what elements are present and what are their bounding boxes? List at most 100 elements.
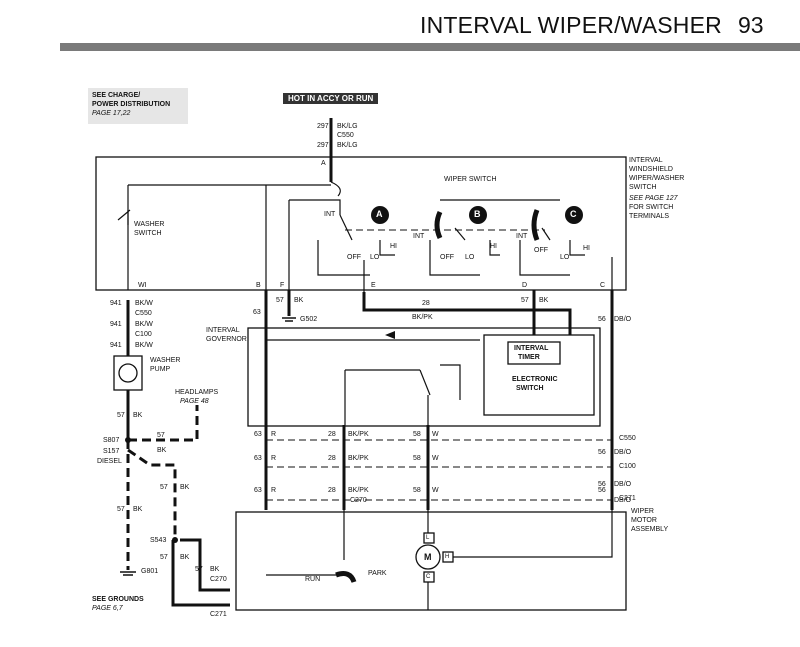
wire-number: 57 bbox=[195, 566, 203, 573]
switch-position-a: A bbox=[376, 209, 383, 219]
wire-number: 63 bbox=[253, 309, 261, 316]
connector-label: C271 bbox=[619, 495, 636, 502]
wire-number: 28 bbox=[328, 487, 336, 494]
governor-label: INTERVAL bbox=[206, 327, 240, 334]
switch-ref: SEE PAGE 127 bbox=[629, 195, 678, 202]
off-label-a: OFF bbox=[347, 254, 361, 261]
wire-number: 28 bbox=[328, 431, 336, 438]
diesel-label: DIESEL bbox=[97, 458, 122, 465]
wire-number: 63 bbox=[254, 455, 262, 462]
wire-number: 297 bbox=[317, 142, 329, 149]
wire-color: BK/W bbox=[135, 321, 153, 328]
int-label-a: INT bbox=[324, 211, 336, 218]
terminal-wi: WI bbox=[138, 282, 147, 289]
terminal-c: C bbox=[600, 282, 606, 289]
electronic-switch-label: ELECTRONIC bbox=[512, 376, 558, 383]
wiper-switch-label: WIPER SWITCH bbox=[444, 176, 497, 183]
switch-box bbox=[95, 156, 627, 291]
motor-title: WIPER bbox=[631, 508, 654, 515]
headlamps-label: HEADLAMPS bbox=[175, 389, 219, 396]
connector-label: C270 bbox=[210, 576, 227, 583]
splice-label: S807 bbox=[103, 437, 120, 444]
timer-label: TIMER bbox=[518, 354, 540, 361]
wire-number: 56 bbox=[598, 449, 606, 456]
wire-color: R bbox=[271, 455, 277, 462]
hi-label-c: HI bbox=[583, 245, 590, 252]
wire-color: BK/PK bbox=[348, 487, 369, 494]
terminal-f: F bbox=[280, 282, 285, 289]
wire-number: 58 bbox=[413, 487, 421, 494]
motor-h-label: H bbox=[445, 554, 450, 560]
connector-label: C550 bbox=[337, 132, 354, 139]
timer-box bbox=[483, 334, 595, 416]
charge-note-page: PAGE 17,22 bbox=[92, 110, 131, 117]
grounds-note: SEE GROUNDS bbox=[92, 596, 144, 603]
motor-c-terminal bbox=[423, 571, 435, 583]
charge-note: POWER DISTRIBUTION bbox=[92, 101, 171, 108]
wire-color: BK/PK bbox=[348, 431, 369, 438]
splice-label: S543 bbox=[150, 537, 167, 544]
wire-57-diesel bbox=[127, 448, 177, 540]
wire-57-s543 bbox=[171, 540, 230, 607]
washer-pump-label: WASHER bbox=[150, 357, 181, 364]
ground-label: G502 bbox=[300, 316, 318, 323]
wire-color: DB/O bbox=[614, 449, 632, 456]
charge-note: SEE CHARGE/ bbox=[92, 92, 141, 99]
motor-title: MOTOR bbox=[631, 517, 657, 524]
wire-color: BK bbox=[180, 554, 190, 561]
wire-color: BK/LG bbox=[337, 142, 358, 149]
wire-color: BK/LG bbox=[337, 123, 358, 130]
terminal-d: D bbox=[522, 282, 528, 289]
motor-l-label: L bbox=[426, 535, 430, 541]
headlamps-page: PAGE 48 bbox=[180, 398, 209, 405]
wire-headlamps bbox=[128, 405, 199, 442]
wire-color: BK bbox=[157, 447, 167, 454]
lo-label-b: LO bbox=[465, 254, 475, 261]
wire-number: 63 bbox=[254, 431, 262, 438]
governor-box bbox=[247, 327, 601, 427]
connector-label: C270 bbox=[350, 497, 367, 504]
timer-label: INTERVAL bbox=[514, 345, 549, 352]
washer-switch-label: WASHER bbox=[134, 221, 165, 228]
int-label-c: INT bbox=[516, 233, 528, 240]
switch-title: WINDSHIELD bbox=[629, 166, 673, 173]
hi-label-b: HI bbox=[490, 243, 497, 250]
washer-switch-label: SWITCH bbox=[134, 230, 162, 237]
lo-label-c: LO bbox=[560, 254, 570, 261]
wire-color: BK/PK bbox=[412, 314, 433, 321]
timer-inner-box bbox=[507, 341, 561, 365]
wire-number: 28 bbox=[328, 455, 336, 462]
wire-color: W bbox=[432, 431, 439, 438]
wire-number: 56 bbox=[598, 481, 606, 488]
wire-number: 56 bbox=[598, 316, 606, 323]
terminal-a: A bbox=[321, 160, 326, 167]
wire-color: DB/O bbox=[614, 497, 632, 504]
diode bbox=[385, 331, 395, 339]
wire-28-bk-pk bbox=[362, 292, 572, 335]
wire-color: BK bbox=[539, 297, 549, 304]
wire-number: 57 bbox=[157, 432, 165, 439]
terminal-b: B bbox=[256, 282, 261, 289]
wire-color: DB/O bbox=[614, 481, 632, 488]
terminal-c-circle bbox=[565, 206, 583, 224]
terminal-a-circle bbox=[371, 206, 389, 224]
wire-number: 57 bbox=[276, 297, 284, 304]
wire-color: R bbox=[271, 487, 277, 494]
terminal-b-circle bbox=[469, 206, 487, 224]
wire-color: BK bbox=[180, 484, 190, 491]
wire-number: 57 bbox=[160, 554, 168, 561]
connector-label: C550 bbox=[135, 310, 152, 317]
wire-number: 57 bbox=[160, 484, 168, 491]
header-divider bbox=[60, 43, 800, 51]
wire-color: W bbox=[432, 487, 439, 494]
wire-color: W bbox=[432, 455, 439, 462]
motor-box bbox=[235, 511, 627, 611]
wire-number: 941 bbox=[110, 300, 122, 307]
switch-title: SWITCH bbox=[629, 184, 657, 191]
switch-title: INTERVAL bbox=[629, 157, 663, 164]
wire-color: BK bbox=[133, 412, 143, 419]
charge-note-shading bbox=[88, 88, 188, 124]
park-label: PARK bbox=[368, 570, 387, 577]
washer-pump-motor bbox=[118, 363, 138, 383]
wire-color: R bbox=[271, 431, 277, 438]
